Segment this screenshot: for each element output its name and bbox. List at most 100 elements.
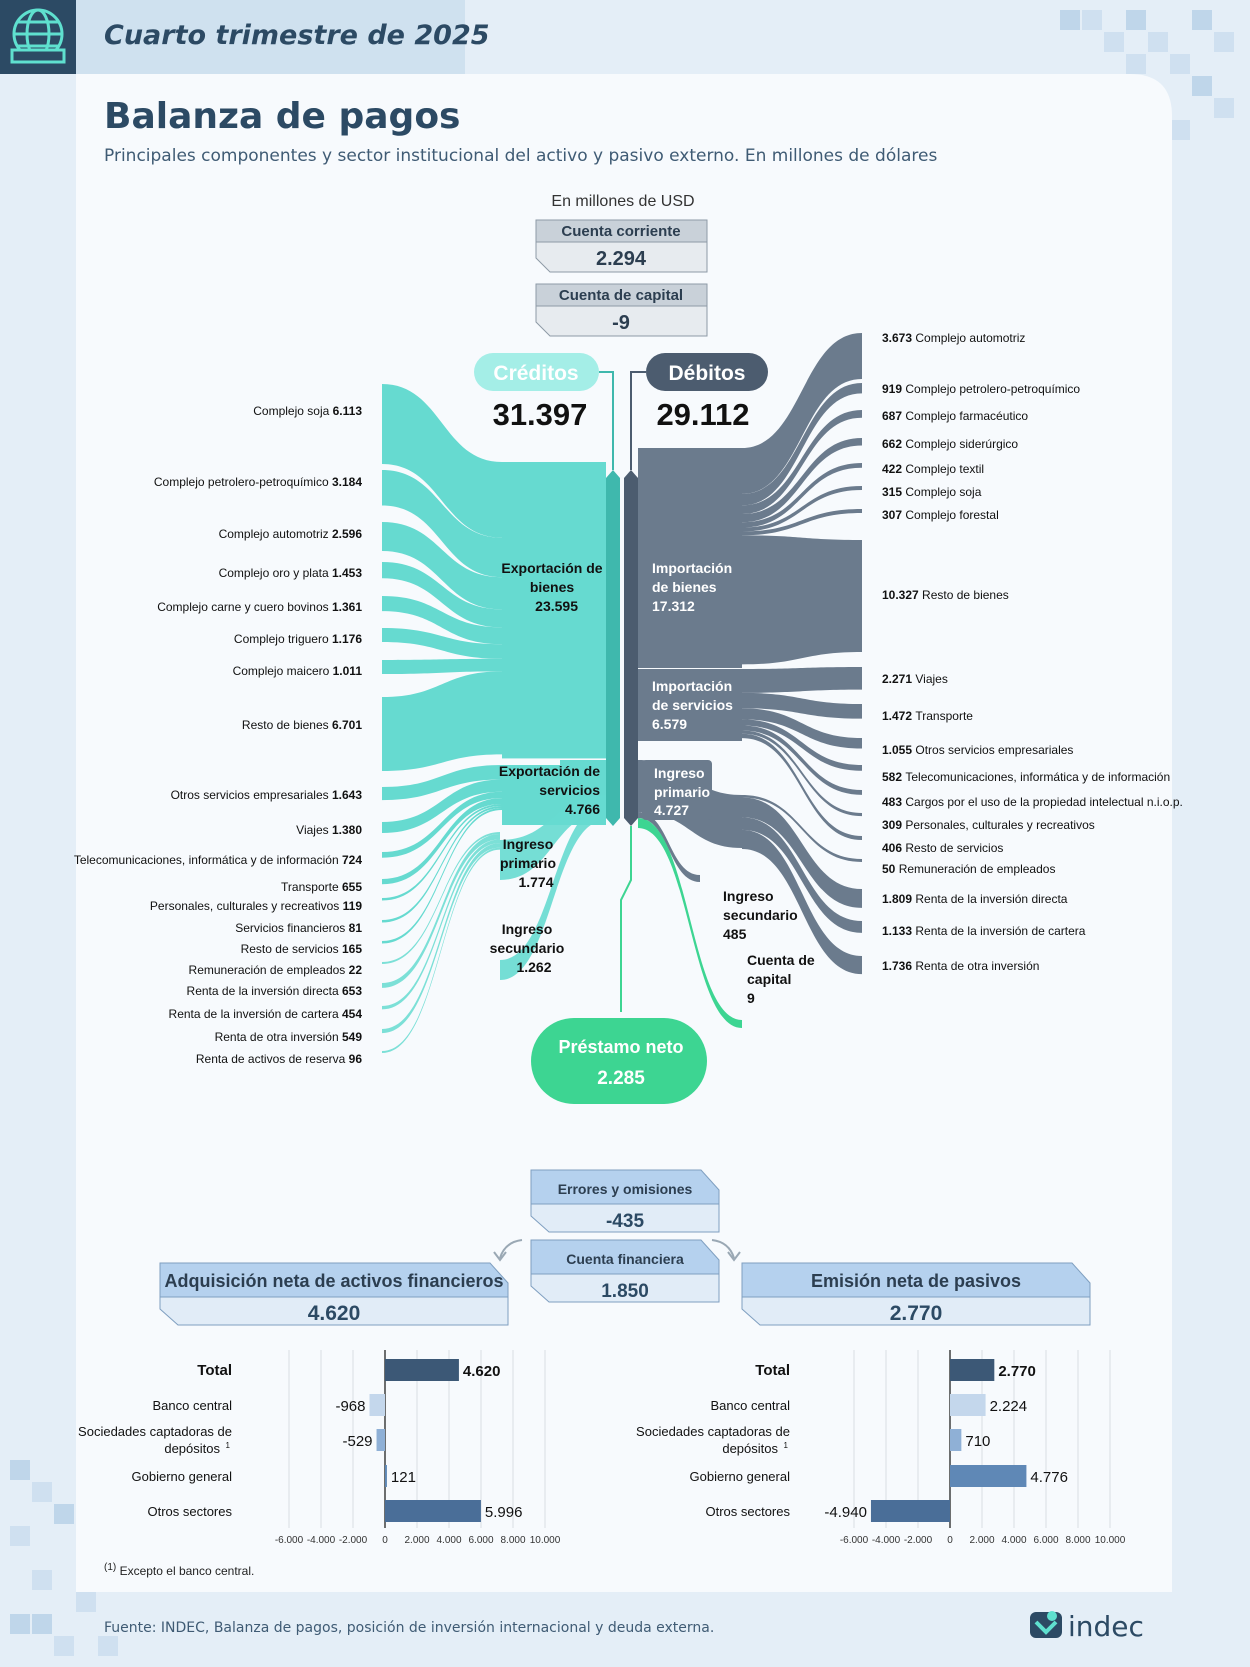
financial-account-body xyxy=(530,1273,720,1303)
debits-label: Débitos xyxy=(668,362,745,385)
debit-flow-goods-item xyxy=(742,535,862,665)
decorative-pixel xyxy=(1192,76,1212,96)
flow-label-value: 10.327 xyxy=(882,588,922,602)
credit-item-label: Transporte 655 xyxy=(281,880,362,894)
flow-label-name: Renta de activos de reserva xyxy=(196,1052,349,1066)
debit-node-services xyxy=(638,669,742,741)
flow-label-name: Renta de otra inversión xyxy=(215,1030,342,1044)
flow-label-name: Telecomunicaciones, informática y de inf… xyxy=(74,853,342,867)
decorative-pixel xyxy=(98,1636,118,1656)
credit-item-label: Complejo oro y plata 1.453 xyxy=(219,566,363,580)
credit-item-label: Resto de servicios 165 xyxy=(241,942,363,956)
credits-central-bar xyxy=(606,470,620,826)
flow-label-value: 422 xyxy=(882,462,905,476)
flow-label-value: 309 xyxy=(882,818,905,832)
credit-item-label: Renta de activos de reserva 96 xyxy=(196,1052,362,1066)
flow-label-name: Viajes xyxy=(296,823,332,837)
net-liabilities-body xyxy=(741,1296,1091,1326)
flow-label-value: 1.361 xyxy=(332,600,362,614)
flow-label-name: Complejo triguero xyxy=(234,632,332,646)
debit-flow-services-item xyxy=(742,719,862,771)
debit-item-label: 687 Complejo farmacéutico xyxy=(882,409,1028,423)
credit-item-label: Complejo triguero 1.176 xyxy=(234,632,362,646)
decorative-pixel xyxy=(32,1614,52,1634)
x-tick-label: -2.000 xyxy=(339,1535,368,1546)
net-lending-connector xyxy=(620,826,632,1012)
x-tick-label: 0 xyxy=(947,1535,953,1546)
flow-label-name: Complejo forestal xyxy=(905,508,998,522)
flow-label-name: Renta de la inversión de cartera xyxy=(915,924,1085,938)
net-liabilities-header xyxy=(741,1262,1091,1298)
category-label: Gobierno general xyxy=(690,1469,791,1484)
credit-item-label: Complejo carne y cuero bovinos 1.361 xyxy=(157,600,362,614)
credit-group-value: 1.262 xyxy=(516,959,551,975)
credit-flow-goods-item xyxy=(382,522,502,610)
decorative-pixel xyxy=(1126,10,1146,30)
bar xyxy=(376,1429,385,1451)
bar-value-label: 4.776 xyxy=(1030,1469,1068,1486)
debit-group-label: de servicios xyxy=(652,697,733,713)
net-assets-body xyxy=(159,1296,509,1326)
flow-label-name: Telecomunicaciones, informática y de inf… xyxy=(905,770,1170,784)
net-assets-label: Adquisición neta de activos financieros xyxy=(164,1271,503,1291)
debit-flow-goods-item xyxy=(742,410,862,514)
flow-label-value: 1.453 xyxy=(332,566,362,580)
decorative-pixel xyxy=(1214,32,1234,52)
debit-item-label: 309 Personales, culturales y recreativos xyxy=(882,818,1095,832)
flow-label-value: 2.596 xyxy=(332,527,362,541)
debit-item-label: 1.809 Renta de la inversión directa xyxy=(882,892,1068,906)
flow-label-name: Renta de la inversión directa xyxy=(915,892,1067,906)
flow-label-value: 119 xyxy=(343,899,363,913)
net-lending-value: 2.285 xyxy=(597,1068,645,1089)
financial-account-value: 1.850 xyxy=(601,1281,649,1302)
credit-flow-goods-item xyxy=(382,562,502,628)
flow-label-value: 454 xyxy=(342,1007,362,1021)
credit-flow-services-item xyxy=(382,798,502,885)
flow-label-value: 22 xyxy=(349,963,363,977)
net-lending-label: Préstamo neto xyxy=(558,1037,683,1057)
debit-item-label: 1.736 Renta de otra inversión xyxy=(882,959,1039,973)
header-band xyxy=(0,0,465,74)
credit-group-label: primario xyxy=(500,855,556,871)
credit-item-label: Telecomunicaciones, informática y de inf… xyxy=(74,853,362,867)
debit-item-label: 307 Complejo forestal xyxy=(882,508,999,522)
flow-label-name: Otros servicios empresariales xyxy=(915,743,1073,757)
debit-node-goods xyxy=(638,448,742,668)
credit-flow-income-item xyxy=(382,839,500,1010)
debit-flow-goods-item xyxy=(742,383,862,506)
flow-label-name: Complejo soja xyxy=(905,485,981,499)
debit-flow-goods-item xyxy=(742,486,862,532)
flow-label-value: 1.643 xyxy=(332,788,362,802)
debit-item-label: 2.271 Viajes xyxy=(882,672,948,686)
debits-total: 29.112 xyxy=(656,397,749,432)
flow-label-value: 662 xyxy=(882,437,905,451)
page-title: Balanza de pagos xyxy=(104,96,461,137)
credit-flow-goods-item xyxy=(382,658,502,674)
arrow-right-icon-head xyxy=(727,1251,741,1262)
debit-group-label: de bienes xyxy=(652,579,717,595)
debits-connector xyxy=(630,371,646,470)
debit-node-primary xyxy=(642,760,712,820)
flow-label-value: 406 xyxy=(882,841,905,855)
credit-flow-goods-item xyxy=(382,628,502,659)
flow-label-name: Complejo automotriz xyxy=(219,527,332,541)
debit-flow-income-item xyxy=(742,795,862,862)
credit-item-label: Renta de la inversión de cartera 454 xyxy=(169,1007,363,1021)
credit-flow-goods-item xyxy=(382,596,502,645)
bar-value-label: 2.224 xyxy=(990,1398,1028,1415)
category-label: Otros sectores xyxy=(147,1504,232,1519)
credits-label: Créditos xyxy=(493,362,578,385)
net-lending-pill xyxy=(531,1018,707,1104)
net-assets-header xyxy=(159,1262,509,1298)
debit-item-label: 662 Complejo siderúrgico xyxy=(882,437,1018,451)
credits-connector xyxy=(599,371,614,470)
flow-label-name: Personales, culturales y recreativos xyxy=(905,818,1094,832)
bar-value-label: 121 xyxy=(391,1469,416,1486)
credit-flow-services-item xyxy=(382,803,502,901)
flow-label-name: Renta de otra inversión xyxy=(915,959,1039,973)
credit-flow-income-item xyxy=(382,832,500,964)
debit-item-label: 315 Complejo soja xyxy=(882,485,982,499)
credit-flow-services-item xyxy=(382,805,502,923)
errors-omissions-header xyxy=(530,1169,720,1205)
